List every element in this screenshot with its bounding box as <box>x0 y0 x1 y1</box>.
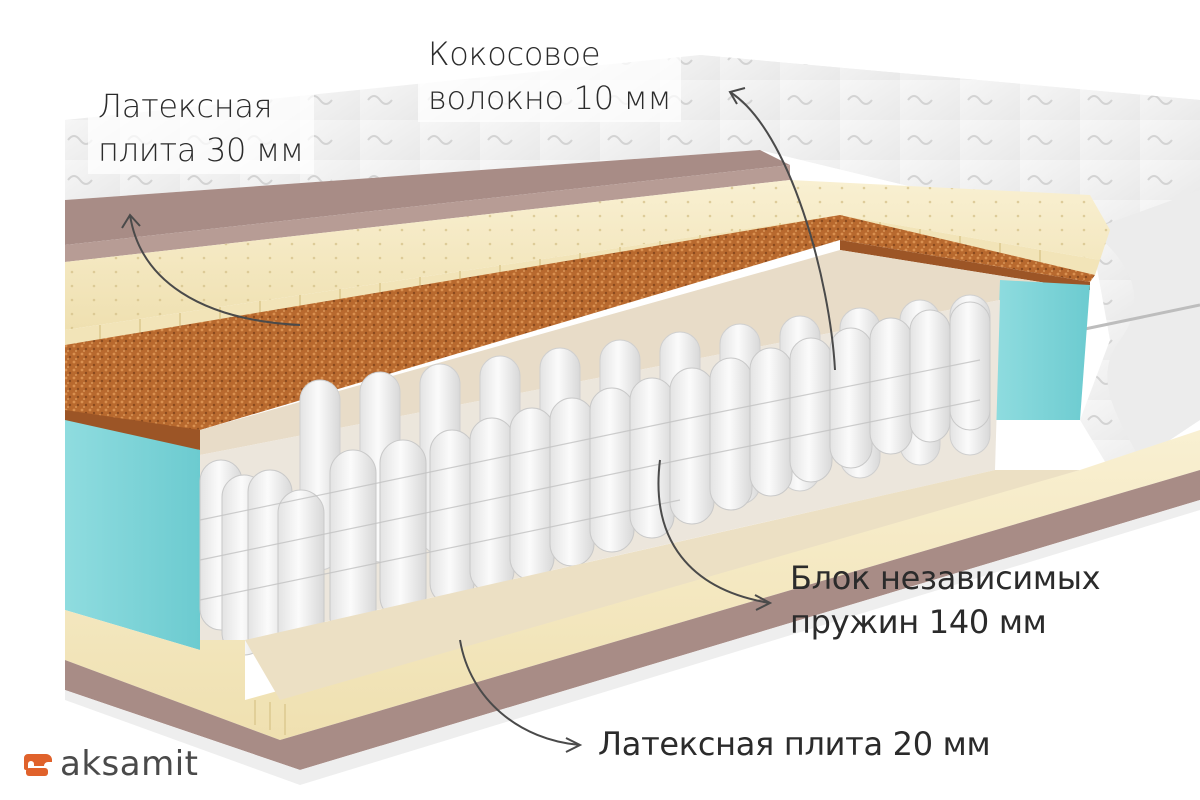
label-springs-line2: пружин 140 мм <box>790 603 1047 641</box>
label-latex-bottom-text: Латексная плита 20 мм <box>598 725 991 763</box>
latex-layer-bottom <box>65 430 1200 740</box>
mattress-cover <box>65 55 1200 470</box>
sofa-icon <box>24 754 52 776</box>
label-springs-line1: Блок независимых <box>790 559 1101 597</box>
label-latex-bottom: Латексная плита 20 мм <box>598 722 991 766</box>
brand-logo: aksamit <box>22 742 198 786</box>
label-coconut: Кокосовое волокно 10 мм <box>418 30 682 122</box>
arrow-latex-bottom <box>459 639 581 746</box>
arrow-springs <box>657 459 771 604</box>
coconut-layer <box>65 215 1095 450</box>
arrow-latex-top <box>129 214 301 326</box>
edge-foam <box>65 280 1090 650</box>
felt-layer-top <box>65 150 790 245</box>
label-latex-top: Латексная плита 30 мм <box>88 82 314 174</box>
label-springs: Блок независимых пружин 140 мм <box>790 556 1101 644</box>
spring-block <box>199 294 1000 676</box>
label-coconut-line1: Кокосовое <box>428 35 601 73</box>
brand-name: aksamit <box>60 744 199 784</box>
label-latex-top-line2: плита 30 мм <box>98 131 304 169</box>
label-coconut-line2: волокно 10 мм <box>428 79 672 117</box>
label-latex-top-line1: Латексная <box>98 87 273 125</box>
callout-arrows <box>121 87 836 753</box>
arrow-coconut <box>729 91 836 371</box>
